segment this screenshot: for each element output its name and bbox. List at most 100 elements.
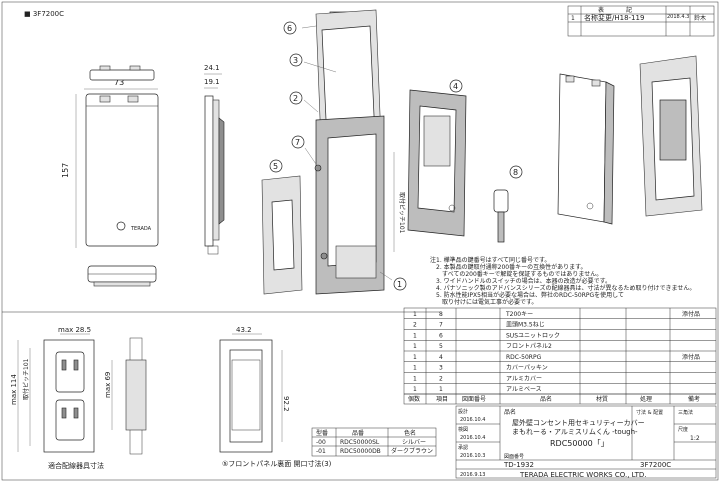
dim-box-pitch: 取付ピッチ101 <box>22 358 30 400</box>
label-design: 設計 <box>458 408 468 415</box>
date-2: 2016.10.4 <box>460 435 485 441</box>
parts-row-name: カバーパッキン <box>506 365 548 372</box>
parts-row-name: SUSユニットロック <box>506 332 560 339</box>
color-row-1-model: -01 <box>316 448 326 455</box>
label-scale: 尺度 <box>678 426 688 433</box>
parts-row-qty: 2 <box>413 322 417 329</box>
parts-header-note: 備考 <box>688 395 700 403</box>
product-model: RDC50000「」 <box>550 439 609 448</box>
date-4: 2016.9.13 <box>460 472 485 478</box>
parts-row-name: T200キー <box>505 311 533 318</box>
note-2: 2. 本製品の鍵取付通称200番キーの互換性があります。 <box>436 263 587 271</box>
dim-box-inner: max 69 <box>104 372 112 398</box>
top-view <box>89 69 155 81</box>
color-row-0-part: RDC50000SL <box>340 439 380 446</box>
bubble-5: 5 <box>273 162 278 171</box>
revision-content: 名称変更/H18-119 <box>584 13 644 22</box>
revision-header-content: 記 <box>626 6 632 14</box>
product-line1: 屋外壁コンセント用セキュリティーカバー <box>512 418 645 427</box>
parts-row-item: 8 <box>439 311 443 318</box>
note-6: 5. 防水性能IPX5相当が必要な場合は、弊社のRDC-50RPGを使用して <box>436 291 624 299</box>
note-3: すべての200番キーで解錠を保証するものではありません。 <box>442 270 602 278</box>
panel-back-view: 43.2 92.2 ⑤フロントパネル裏面 開口寸法(3) <box>219 326 332 468</box>
parts-row-item: 3 <box>439 365 443 372</box>
parts-header-drawing: 図面番号 <box>462 396 486 403</box>
company-name: TERADA ELECTRIC WORKS CO., LTD. <box>519 471 646 479</box>
bubble-6: 6 <box>287 24 292 33</box>
color-table-header-color: 色名 <box>404 429 416 437</box>
parts-row-item: 2 <box>439 375 443 382</box>
part7-screw-icon <box>314 164 322 172</box>
parts-row-item: 7 <box>439 322 443 329</box>
label-check: 検図 <box>458 426 468 433</box>
parts-header-qty: 個数 <box>408 395 420 403</box>
dim-mount-pitch: 取付ピッチ101 <box>398 192 406 234</box>
dim-panel-width: 43.2 <box>236 326 252 334</box>
date-1: 2016.10.4 <box>460 417 485 423</box>
parts-row-qty: 1 <box>413 354 417 361</box>
note-5: 4. パナソニック製のアドバンスシリーズの配線器具は、寸法が異なるため取り付けで… <box>436 284 695 292</box>
parts-row-qty: 1 <box>413 311 417 318</box>
parts-row-name: RDC-50RPG <box>506 354 542 361</box>
parts-row-item: 6 <box>439 332 443 339</box>
front-logo: TERADA <box>130 226 152 232</box>
parts-row-note: 添付品 <box>682 310 700 318</box>
parts-row-item: 5 <box>439 343 443 350</box>
note-4: 3. ワイドハンドルのスイッチの場合は、本器の改造が必要です。 <box>436 277 611 285</box>
front-cover-outline <box>85 93 159 247</box>
parts-row-qty: 1 <box>413 343 417 350</box>
label-approve: 承認 <box>458 444 468 451</box>
color-row-0-color: シルバー <box>402 439 426 446</box>
parts-row-item: 4 <box>439 354 443 361</box>
front-view: 73 157 TERADA <box>61 65 159 287</box>
part8-key-icon <box>493 189 509 213</box>
parts-row-item: 1 <box>439 386 443 393</box>
notes-block: 注1. 樺準品の鍵番号はすべて同じ番号です。 2. 本製品の鍵取付通称200番キ… <box>430 256 695 306</box>
dim-box-height: max 114 <box>10 374 18 405</box>
label-angle: 三角法 <box>678 409 693 416</box>
wiring-device-views: max 28.5 max 114 取付ピッチ101 max 69 適合配線器具寸… <box>10 326 147 470</box>
parts-header-material: 材質 <box>596 395 608 403</box>
bubble-1: 1 <box>397 280 402 289</box>
parts-row-qty: 1 <box>413 365 417 372</box>
revision-header-mark: 表 <box>598 6 604 14</box>
revision-date: 2018.4.3 <box>667 14 689 20</box>
lock-keyhole-icon <box>116 221 126 231</box>
side-base <box>204 95 214 247</box>
parts-row-qty: 1 <box>413 386 417 393</box>
parts-header-name: 品名 <box>540 395 552 403</box>
bubble-4: 4 <box>453 82 458 91</box>
dim-depth1: 24.1 <box>204 64 220 72</box>
color-row-1-part: RDC50000DB <box>340 448 381 455</box>
parts-row-name: 皿頭M3.5ねじ <box>506 322 545 329</box>
date-3: 2016.10.3 <box>460 453 485 459</box>
dim-height: 157 <box>61 163 70 178</box>
parts-row-name: フロントパネル2 <box>506 343 552 350</box>
drawing-no: TD-1932 <box>503 461 534 469</box>
perspective-views <box>557 55 703 225</box>
dim-box-width: max 28.5 <box>58 326 91 334</box>
color-table: 型番 品番 色名 -00 RDC50000SL シルバー -01 RDC5000… <box>311 427 437 457</box>
product-line2: まもれーる・アルミスリムくん -tough- <box>512 428 638 436</box>
label-product: 品名 <box>504 408 516 416</box>
side-view: 24.1 19.1 <box>204 64 225 255</box>
bubble-3: 3 <box>293 56 298 65</box>
color-table-header-part: 品番 <box>352 430 364 437</box>
bubble-2: 2 <box>293 94 298 103</box>
parts-row-qty: 1 <box>413 375 417 382</box>
panel-caption: ⑤フロントパネル裏面 開口寸法(3) <box>222 459 332 468</box>
note-1: 注1. 樺準品の鍵番号はすべて同じ番号です。 <box>430 256 550 264</box>
closed-cover-perspective <box>557 73 607 223</box>
title-block: 設計 2016.10.4 検図 2016.10.4 承認 2016.10.3 2… <box>455 405 717 479</box>
color-row-0-model: -00 <box>316 439 326 446</box>
revision-mark: 1 <box>571 15 575 22</box>
exploded-assembly: 6 3 2 7 1 取付ピッチ101 5 <box>261 9 523 295</box>
color-row-1-color: ダークブラウン <box>391 447 433 455</box>
dim-depth2: 19.1 <box>204 78 220 86</box>
parts-row-name: アルミベース <box>506 386 542 393</box>
revision-name: 鈴木 <box>694 14 706 22</box>
color-table-header-model: 型番 <box>316 429 328 437</box>
revision-block: 表 記 1 名称変更/H18-119 2018.4.3 鈴木 <box>567 5 715 37</box>
dim-panel-height: 92.2 <box>282 396 290 412</box>
